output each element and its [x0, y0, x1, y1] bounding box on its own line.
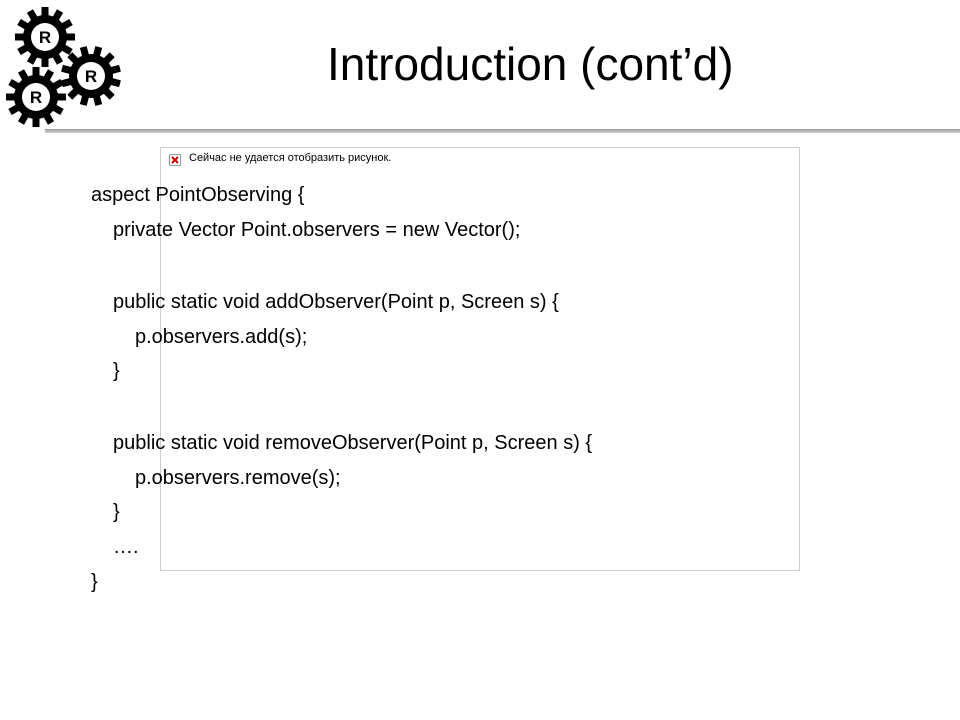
code-line: }	[113, 360, 120, 382]
broken-image-message: Сейчас не удается отобразить рисунок.	[189, 152, 392, 164]
code-line: }	[91, 571, 98, 593]
gear-label: R	[85, 67, 97, 86]
code-line: ….	[113, 536, 139, 558]
code-line: public static void removeObserver(Point …	[113, 432, 593, 454]
gear-label: R	[39, 28, 51, 47]
code-line: aspect PointObserving {	[91, 184, 305, 206]
gear-icon: R	[61, 46, 121, 106]
slide-title: Introduction (cont’d)	[327, 38, 734, 90]
gear-icon: R	[15, 7, 75, 67]
title-divider	[45, 129, 960, 133]
code-line: public static void addObserver(Point p, …	[113, 291, 559, 313]
broken-image-icon	[169, 154, 181, 166]
gear-label: R	[30, 88, 42, 107]
code-line: p.observers.add(s);	[135, 326, 308, 348]
gear-icon: R	[6, 67, 66, 127]
broken-image-placeholder: Сейчас не удается отобразить рисунок.	[160, 147, 800, 571]
code-line: }	[113, 501, 120, 523]
code-line: private Vector Point.observers = new Vec…	[113, 219, 521, 241]
gears-logo: R R R	[6, 7, 121, 127]
code-line: p.observers.remove(s);	[135, 467, 341, 489]
